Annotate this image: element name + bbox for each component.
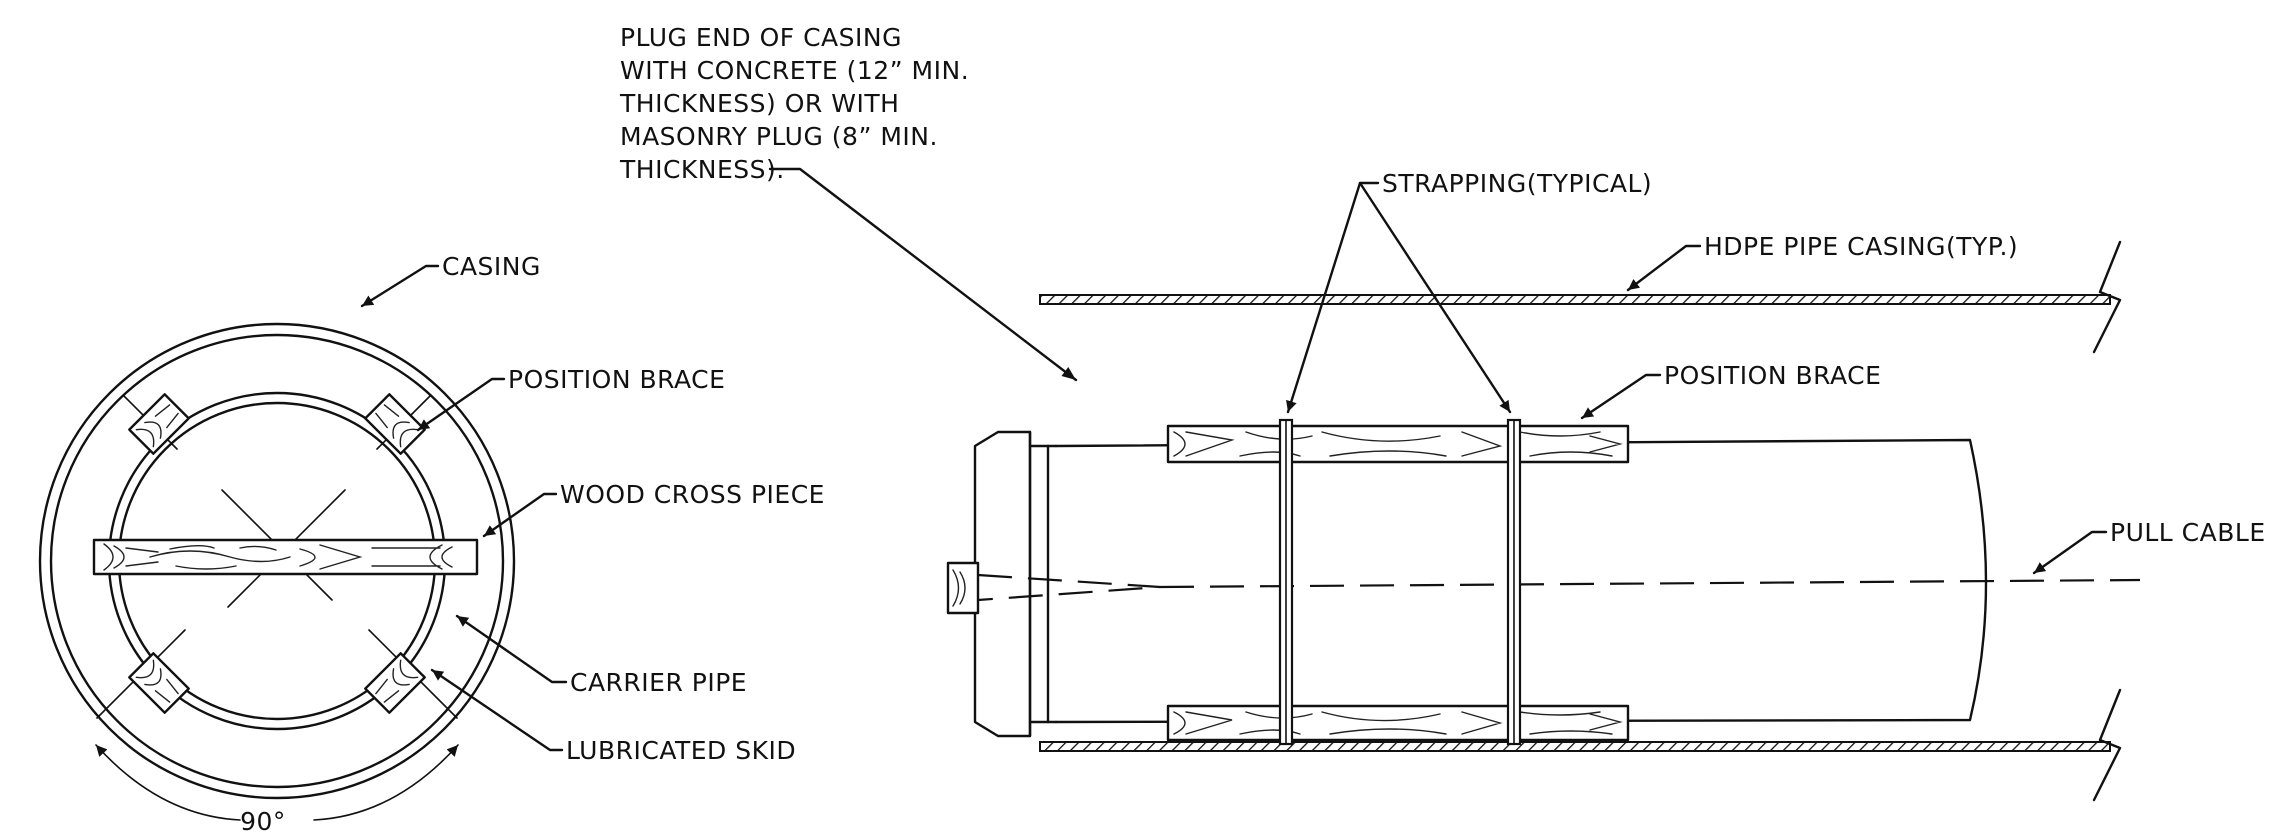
pull-cable-label: PULL CABLE [2110,518,2266,547]
hdpe-casing-top-wall [1039,294,2111,305]
position-brace-label-right: POSITION BRACE [1664,361,1881,390]
casing-break-bottom [2092,688,2122,802]
strapping-band-2 [1506,418,1522,746]
strapping-label: STRAPPING(TYPICAL) [1382,169,1652,198]
hdpe-casing-leader [1626,244,1702,292]
casing-inner-circle [49,333,505,789]
angle-label: 90° [240,807,286,836]
hdpe-casing-label: HDPE PIPE CASING(TYP.) [1704,232,2018,261]
side-view: STRAPPING(TYPICAL) HDPE PIPE CASING(TYP.… [946,169,2266,802]
position-brace-leader-left [416,377,506,432]
casing-break-top [2092,240,2122,354]
plug-end-note-line-5: THICKNESS). [619,155,785,184]
plug-end-note: PLUG END OF CASING WITH CONCRETE (12” MI… [619,23,1078,382]
casing-label: CASING [442,252,541,281]
wood-cross-piece [92,538,479,576]
position-brace-top-left [128,393,190,455]
lubricated-skid-bottom-right [364,652,426,714]
lubricated-skid-label: LUBRICATED SKID [566,736,796,765]
pull-cable-block [946,561,980,615]
pull-cable-line [1159,578,2141,589]
position-brace-leader-right [1580,373,1662,420]
pull-cable-converge [977,573,1161,602]
carrier-pipe-label: CARRIER PIPE [570,668,747,697]
strapping-band-1 [1278,418,1294,746]
lubricated-skid-leader [430,668,564,752]
plug-end-note-line-2: WITH CONCRETE (12” MIN. [620,56,969,85]
position-brace-top-right [364,393,426,455]
plug-end-note-line-4: MASONRY PLUG (8” MIN. [620,122,938,151]
plug-end-note-line-3: THICKNESS) OR WITH [619,89,899,118]
casing-leader [360,264,440,308]
section-view: 90° CASING POSITION BRACE WOOD CROSS PIE… [38,252,825,836]
carrier-pipe-leader [455,614,568,684]
carrier-pipe-body [1054,438,1988,724]
plug-end-leader [768,167,1078,382]
casing-outer-circle [38,322,516,800]
lubricated-skid-bottom-left [128,652,190,714]
carrier-pipe-bell-end [973,430,1058,738]
position-brace-top-row [1166,424,1630,464]
wood-cross-piece-leader [482,492,558,538]
wood-cross-piece-label: WOOD CROSS PIECE [560,480,825,509]
pull-cable-leader [2032,530,2108,575]
strapping-leader-2 [1358,181,1512,414]
plug-end-note-line-1: PLUG END OF CASING [620,23,902,52]
position-brace-bottom-row [1166,704,1630,742]
angle-dimension: 90° [95,744,459,836]
hdpe-casing-bottom-wall [1039,741,2111,752]
position-brace-label-left: POSITION BRACE [508,365,725,394]
